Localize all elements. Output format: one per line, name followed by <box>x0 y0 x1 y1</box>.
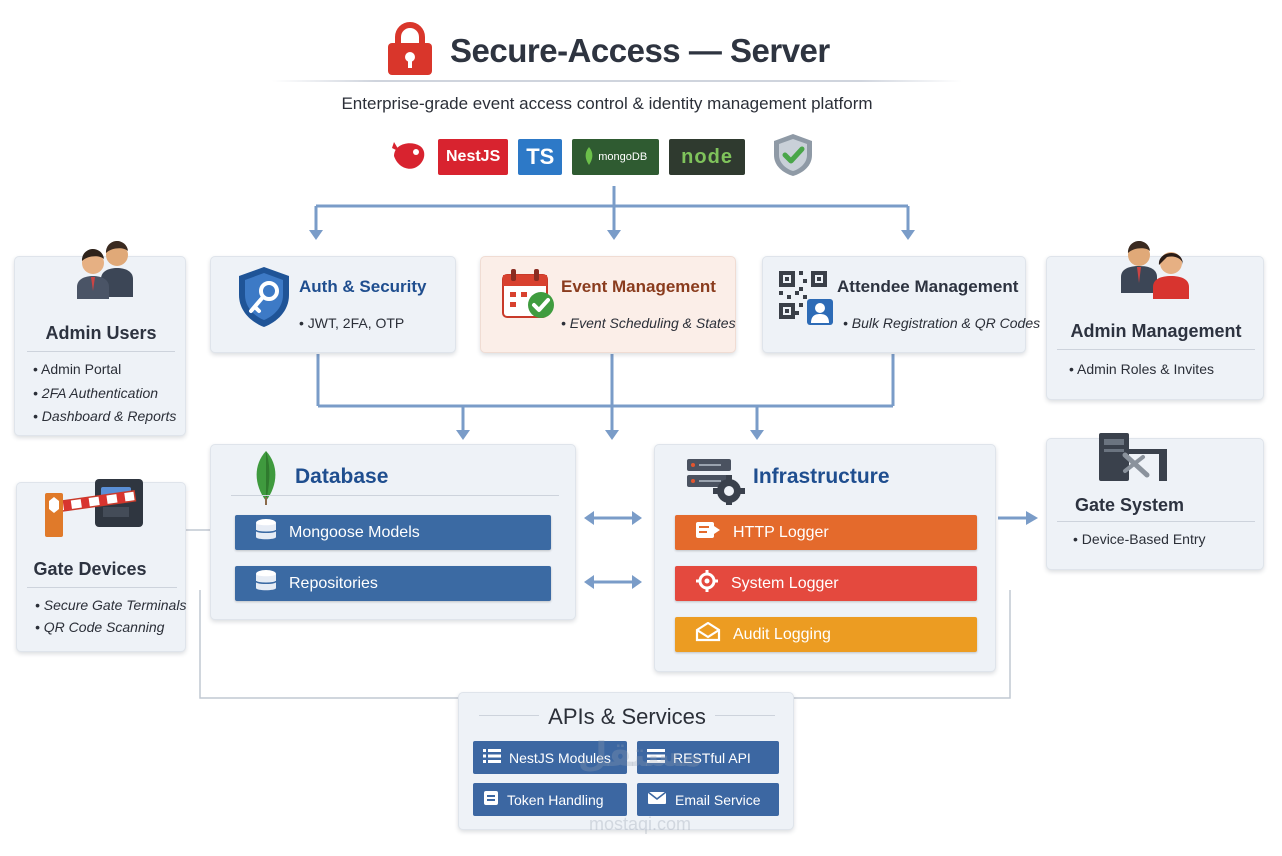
mongoose-models-label: Mongoose Models <box>289 523 420 541</box>
admin-management-title: Admin Management <box>1070 321 1242 341</box>
mongodb-badge: mongoDB <box>572 139 660 175</box>
shield-check-icon <box>769 131 817 184</box>
attendee-management-card: Attendee Management Bulk Registration & … <box>762 256 1040 353</box>
system-logger-label: System Logger <box>731 574 839 592</box>
admin-users-icon <box>67 240 143 304</box>
envelope-icon <box>695 621 721 647</box>
gate-system-title: Gate System <box>1075 495 1185 515</box>
list-icon <box>483 749 501 766</box>
audit-logging-bar: Audit Logging <box>675 617 977 652</box>
event-management-title: Event Management <box>561 277 716 296</box>
list-item: Secure Gate Terminals <box>35 597 187 613</box>
repositories-bar: Repositories <box>235 566 551 601</box>
attendee-management-title: Attendee Management <box>837 277 1019 296</box>
token-handling-pill: Token Handling <box>473 783 627 816</box>
nestjs-badge: NestJS <box>438 139 509 175</box>
page-title: Secure-Access — Server <box>450 32 830 69</box>
divider <box>479 715 539 716</box>
leaf-icon <box>584 146 594 168</box>
list-item: Device-Based Entry <box>1073 531 1206 547</box>
admin-pair-icon <box>1117 240 1197 304</box>
restful-api-pill: RESTful API <box>637 741 779 774</box>
infrastructure-card: Infrastructure HTTP Logger System Logger… <box>654 444 996 672</box>
database-title: Database <box>295 465 389 488</box>
list-item: JWT, 2FA, OTP <box>299 315 404 331</box>
database-icon <box>255 569 277 598</box>
page-subtitle: Enterprise-grade event access control & … <box>341 94 873 113</box>
restful-api-label: RESTful API <box>673 749 751 766</box>
admin-users-title: Admin Users <box>45 323 157 343</box>
email-icon <box>647 791 667 808</box>
admin-users-card: Admin Users Admin Portal 2FA Authenticat… <box>14 240 186 436</box>
gate-system-card: Gate System Device-Based Entry <box>1046 433 1264 570</box>
auth-security-title: Auth & Security <box>299 277 427 296</box>
calendar-check-icon <box>501 267 557 326</box>
list-item: Dashboard & Reports <box>33 408 177 424</box>
header: Secure-Access — Server <box>384 21 844 82</box>
system-logger-bar: System Logger <box>675 566 977 601</box>
list-item: Admin Roles & Invites <box>1069 361 1214 377</box>
mongodb-label: mongoDB <box>598 151 648 163</box>
list-item: Admin Portal <box>33 361 121 377</box>
email-service-pill: Email Service <box>637 783 779 816</box>
http-logger-label: HTTP Logger <box>733 523 829 541</box>
api-icon <box>647 749 665 766</box>
title-divider <box>272 80 962 82</box>
token-handling-label: Token Handling <box>507 791 604 808</box>
watermark-logo: مستقل <box>577 736 703 774</box>
turnstile-icon <box>1095 429 1175 490</box>
auth-security-card: Auth & Security JWT, 2FA, OTP <box>210 256 456 353</box>
mongoose-models-bar: Mongoose Models <box>235 515 551 550</box>
repositories-label: Repositories <box>289 574 378 592</box>
qr-code-icon <box>779 271 835 332</box>
divider <box>715 715 775 716</box>
list-item: QR Code Scanning <box>35 619 165 635</box>
audit-logging-label: Audit Logging <box>733 625 831 643</box>
list-item: 2FA Authentication <box>33 385 158 401</box>
database-icon <box>255 518 277 547</box>
gate-devices-title: Gate Devices <box>33 559 147 579</box>
divider <box>27 587 177 588</box>
nestjs-modules-pill: NestJS Modules <box>473 741 627 774</box>
infrastructure-title: Infrastructure <box>753 465 890 488</box>
tech-stack: NestJS TS mongoDB node <box>390 133 817 180</box>
divider <box>231 495 559 496</box>
log-document-icon <box>695 520 721 545</box>
token-icon <box>483 790 499 809</box>
email-service-label: Email Service <box>675 791 761 808</box>
gear-icon <box>695 569 719 598</box>
admin-management-card: Admin Management Admin Roles & Invites <box>1046 240 1264 400</box>
list-item: Event Scheduling & States <box>561 315 736 331</box>
nestjs-modules-label: NestJS Modules <box>509 749 611 766</box>
typescript-badge: TS <box>518 139 563 175</box>
watermark-url: mostaqi.com <box>588 814 692 834</box>
divider <box>1057 349 1255 350</box>
shield-key-icon <box>235 265 293 334</box>
gate-devices-card: Gate Devices Secure Gate Terminals QR Co… <box>16 479 187 652</box>
http-logger-bar: HTTP Logger <box>675 515 977 550</box>
lock-icon <box>384 21 436 82</box>
event-management-card: Event Management Event Scheduling & Stat… <box>480 256 736 353</box>
apis-services-card: APIs & Services NestJS Modules RESTful A… <box>458 692 794 830</box>
database-card: Database Mongoose Models Repositories <box>210 444 576 620</box>
node-badge: node <box>669 139 745 175</box>
gate-barrier-icon <box>43 477 147 544</box>
nestjs-logo-icon <box>390 138 428 177</box>
mongodb-leaf-icon <box>251 451 281 510</box>
server-gear-icon <box>685 457 749 510</box>
divider <box>27 351 175 352</box>
list-item: Bulk Registration & QR Codes <box>843 315 1040 331</box>
divider <box>1057 521 1255 522</box>
apis-services-title: APIs & Services <box>548 704 706 729</box>
